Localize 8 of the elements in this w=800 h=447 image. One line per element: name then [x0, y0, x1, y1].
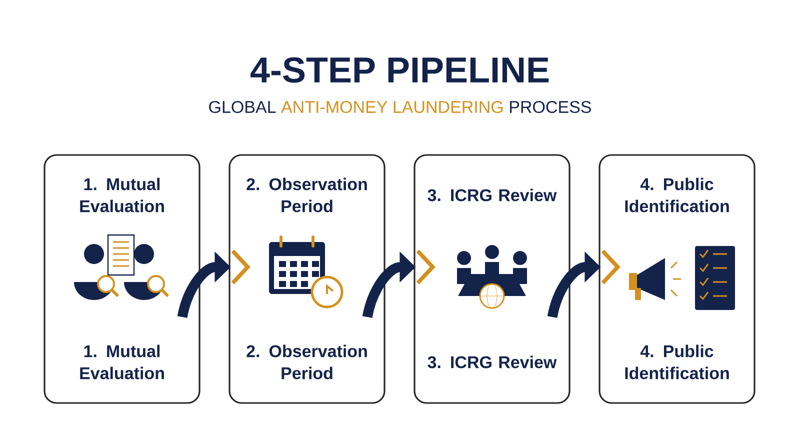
subtitle: GLOBAL ANTI-MONEY LAUNDERING PROCESS: [209, 100, 591, 114]
step-box: 4. Public Identification 4. Public Identification: [598, 154, 756, 404]
title: 4-STEP PIPELINE: [250, 57, 549, 83]
step-box: 1. Mutual Evaluation 1. Mutual Evaluation: [44, 154, 200, 404]
curved-arrow: [362, 250, 436, 318]
curved-arrow: [547, 250, 620, 318]
step-box: 3. ICRG Review 3. ICRG Review: [414, 154, 570, 404]
curved-arrow: [177, 250, 250, 318]
